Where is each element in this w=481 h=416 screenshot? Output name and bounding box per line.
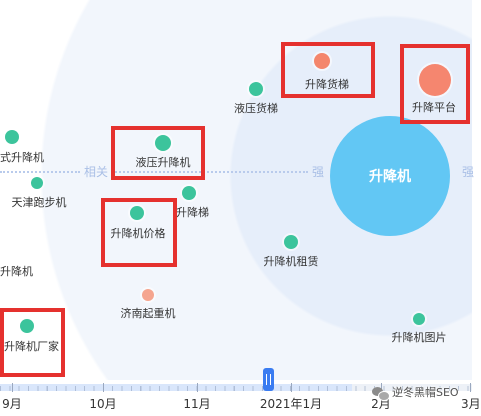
- highlight-box-lift-price: [101, 198, 177, 267]
- node-lifting-platform-label: 升降平台: [412, 101, 456, 114]
- node-hydraulic-lift-bubble[interactable]: [155, 135, 171, 151]
- node-tianjin-treadmill-bubble[interactable]: [31, 177, 43, 189]
- node-lift-rental-bubble[interactable]: [284, 235, 298, 249]
- wechat-icon: [372, 387, 390, 401]
- node-lift-images-bubble[interactable]: [413, 313, 425, 325]
- node-lift-price-label: 升降机价格: [110, 227, 166, 240]
- node-jinan-crane-bubble[interactable]: [142, 289, 154, 301]
- node-tianjin-treadmill-label: 天津跑步机: [11, 196, 67, 209]
- node-lift-manufacturer-label: 升降机厂家: [4, 340, 59, 353]
- timeline-major-tick: [470, 383, 471, 392]
- node-hydraulic-lift-label: 液压升降机: [135, 156, 191, 169]
- node-lift-rental-label: 升降机租赁: [263, 255, 319, 268]
- timeline-minor-ticks: [0, 386, 472, 391]
- node-lift-ladder-label: 升降梯: [176, 206, 209, 219]
- highlight-box-freight-elevator: [281, 42, 375, 98]
- highlight-box-hydraulic-lift: [111, 126, 205, 180]
- relevance-strong-label-right: 强: [462, 165, 475, 179]
- handle-grip-line: [266, 374, 267, 385]
- relevance-axis-line-mid: [112, 171, 308, 173]
- node-lift-manufacturer-bubble[interactable]: [20, 319, 34, 333]
- timeline-slider-handle[interactable]: [263, 368, 274, 391]
- timeline-month-label: 9月: [2, 397, 22, 411]
- timeline-major-tick: [197, 383, 198, 392]
- relevance-axis-line-left: [0, 171, 80, 173]
- node-type-lift-label: 式升降机: [0, 151, 44, 164]
- node-lift-price-bubble[interactable]: [130, 206, 144, 220]
- relevance-strong-label: 强: [312, 165, 325, 179]
- relevance-axis-label: 相关: [84, 165, 109, 179]
- center-node-lift[interactable]: 升降机: [330, 116, 450, 236]
- node-lift-partial-label: 升降机: [0, 265, 33, 278]
- relevance-strong-label-right-clip: 强: [462, 165, 475, 179]
- timeline-month-label: 11月: [183, 397, 211, 411]
- node-type-lift-bubble[interactable]: [5, 130, 19, 144]
- timeline-month-label: 10月: [89, 397, 117, 411]
- node-jinan-crane-label: 济南起重机: [120, 307, 176, 320]
- highlight-box-lifting-platform: [400, 44, 470, 124]
- node-hydraulic-freight-elevator-label: 液压货梯: [234, 102, 278, 115]
- timeline-major-tick: [12, 383, 13, 392]
- node-freight-elevator-bubble[interactable]: [314, 53, 330, 69]
- center-node-label: 升降机: [369, 169, 411, 185]
- handle-grip-line: [270, 374, 271, 385]
- timeline-month-label: 3月: [461, 397, 481, 411]
- node-hydraulic-freight-elevator-bubble[interactable]: [249, 82, 263, 96]
- timeline-month-label-clip: 3月: [461, 397, 481, 412]
- timeline-major-tick: [103, 383, 104, 392]
- node-lifting-platform-bubble[interactable]: [419, 64, 451, 96]
- node-lift-images-label: 升降机图片: [391, 331, 447, 344]
- highlight-box-lift-manufacturer: [0, 308, 65, 377]
- node-lift-ladder-bubble[interactable]: [182, 186, 196, 200]
- timeline-month-label: 2021年1月: [259, 397, 323, 411]
- timeline-major-tick: [291, 383, 292, 392]
- watermark-text: 逆冬黑帽SEO: [392, 386, 459, 399]
- node-freight-elevator-label: 升降货梯: [305, 78, 349, 91]
